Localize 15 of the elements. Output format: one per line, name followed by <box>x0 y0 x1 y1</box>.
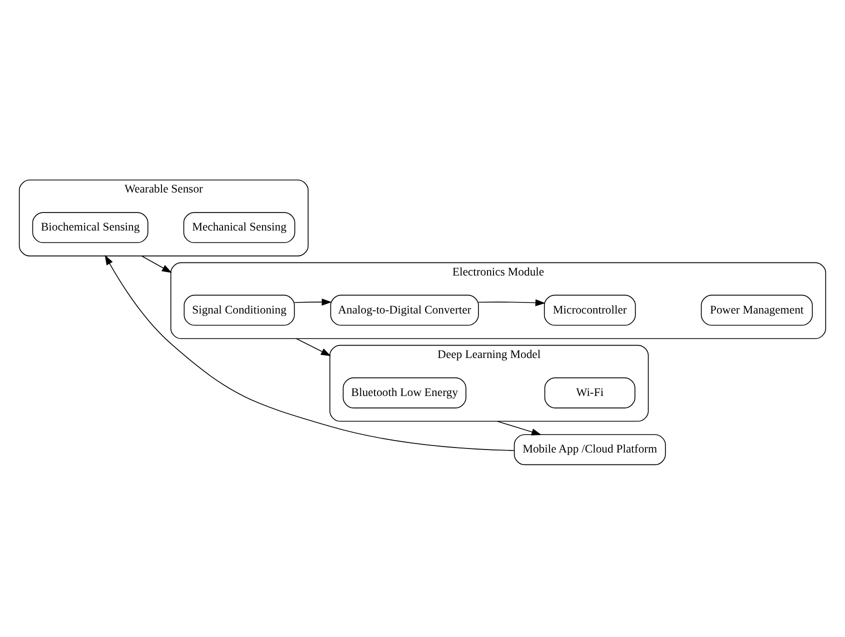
arrow <box>496 420 542 435</box>
node-box: Wi-Fi <box>544 376 636 408</box>
arrow <box>478 298 546 306</box>
node-box: Signal Conditioning <box>184 294 295 326</box>
arrow <box>296 338 331 356</box>
arrow <box>141 255 172 272</box>
node-box: Power Management <box>700 294 813 326</box>
node-box: Mechanical Sensing <box>183 212 296 243</box>
arrow <box>104 254 515 450</box>
arrow <box>294 298 332 306</box>
node-box: Microcontroller <box>544 294 636 326</box>
node-box: Biochemical Sensing <box>32 212 148 243</box>
node-box: Mobile App /Cloud Platform <box>514 434 666 465</box>
node-box: Analog-to-Digital Converter <box>330 294 479 326</box>
node-box: Bluetooth Low Energy <box>342 376 466 408</box>
